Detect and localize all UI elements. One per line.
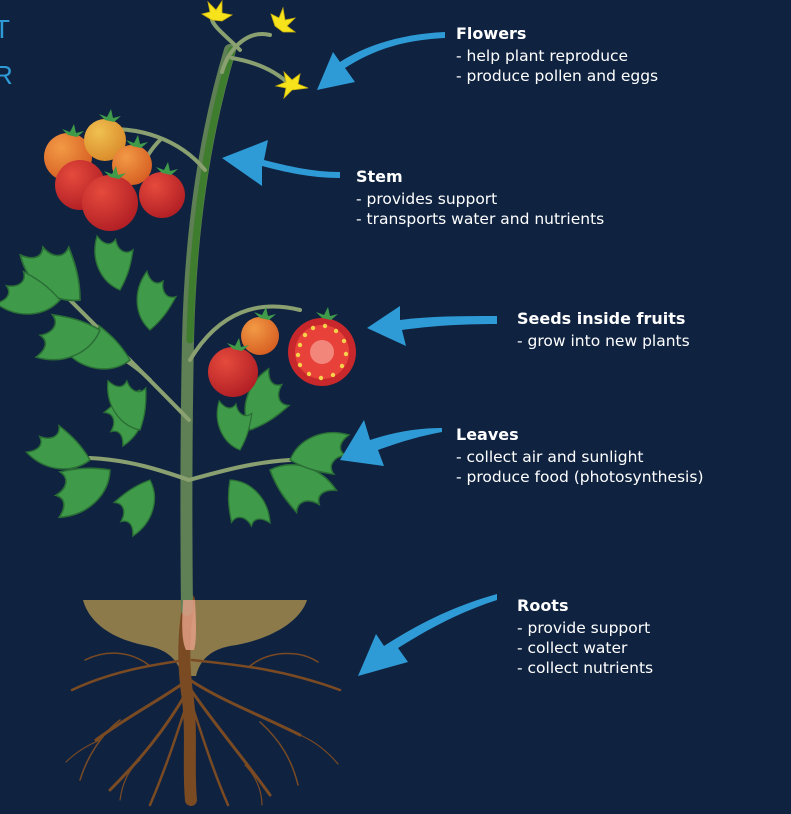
callout-item: provide support xyxy=(517,618,653,638)
callout-heading: Roots xyxy=(517,596,653,615)
arrow-stem xyxy=(222,140,340,186)
callout-item: grow into new plants xyxy=(517,331,690,351)
arrow-flowers xyxy=(317,32,445,90)
arrow-leaves xyxy=(340,420,442,466)
callout-item: collect water xyxy=(517,638,653,658)
callout-roots: Roots provide support collect water coll… xyxy=(517,596,653,678)
callout-seeds: Seeds inside fruits grow into new plants xyxy=(517,309,690,351)
callout-item: transports water and nutrients xyxy=(356,209,604,229)
callout-leaves: Leaves collect air and sunlight produce … xyxy=(456,425,704,487)
callout-heading: Leaves xyxy=(456,425,704,444)
stalk-base xyxy=(182,600,196,650)
arrow-roots xyxy=(358,594,497,676)
callout-heading: Seeds inside fruits xyxy=(517,309,690,328)
title-fragment: R xyxy=(0,60,13,91)
sliced-tomato xyxy=(288,307,356,386)
leaves xyxy=(0,228,355,539)
callout-item: provides support xyxy=(356,189,604,209)
callout-item: collect nutrients xyxy=(517,658,653,678)
callout-heading: Flowers xyxy=(456,24,658,43)
callout-item: collect air and sunlight xyxy=(456,447,704,467)
callout-stem: Stem provides support transports water a… xyxy=(356,167,604,229)
callout-flowers: Flowers help plant reproduce produce pol… xyxy=(456,24,658,86)
callout-heading: Stem xyxy=(356,167,604,186)
arrow-seeds xyxy=(367,306,497,346)
callout-item: help plant reproduce xyxy=(456,46,658,66)
callout-item: produce food (photosynthesis) xyxy=(456,467,704,487)
title-fragment: T xyxy=(0,14,10,45)
callout-item: produce pollen and eggs xyxy=(456,66,658,86)
tomato-cluster-top xyxy=(44,109,185,231)
